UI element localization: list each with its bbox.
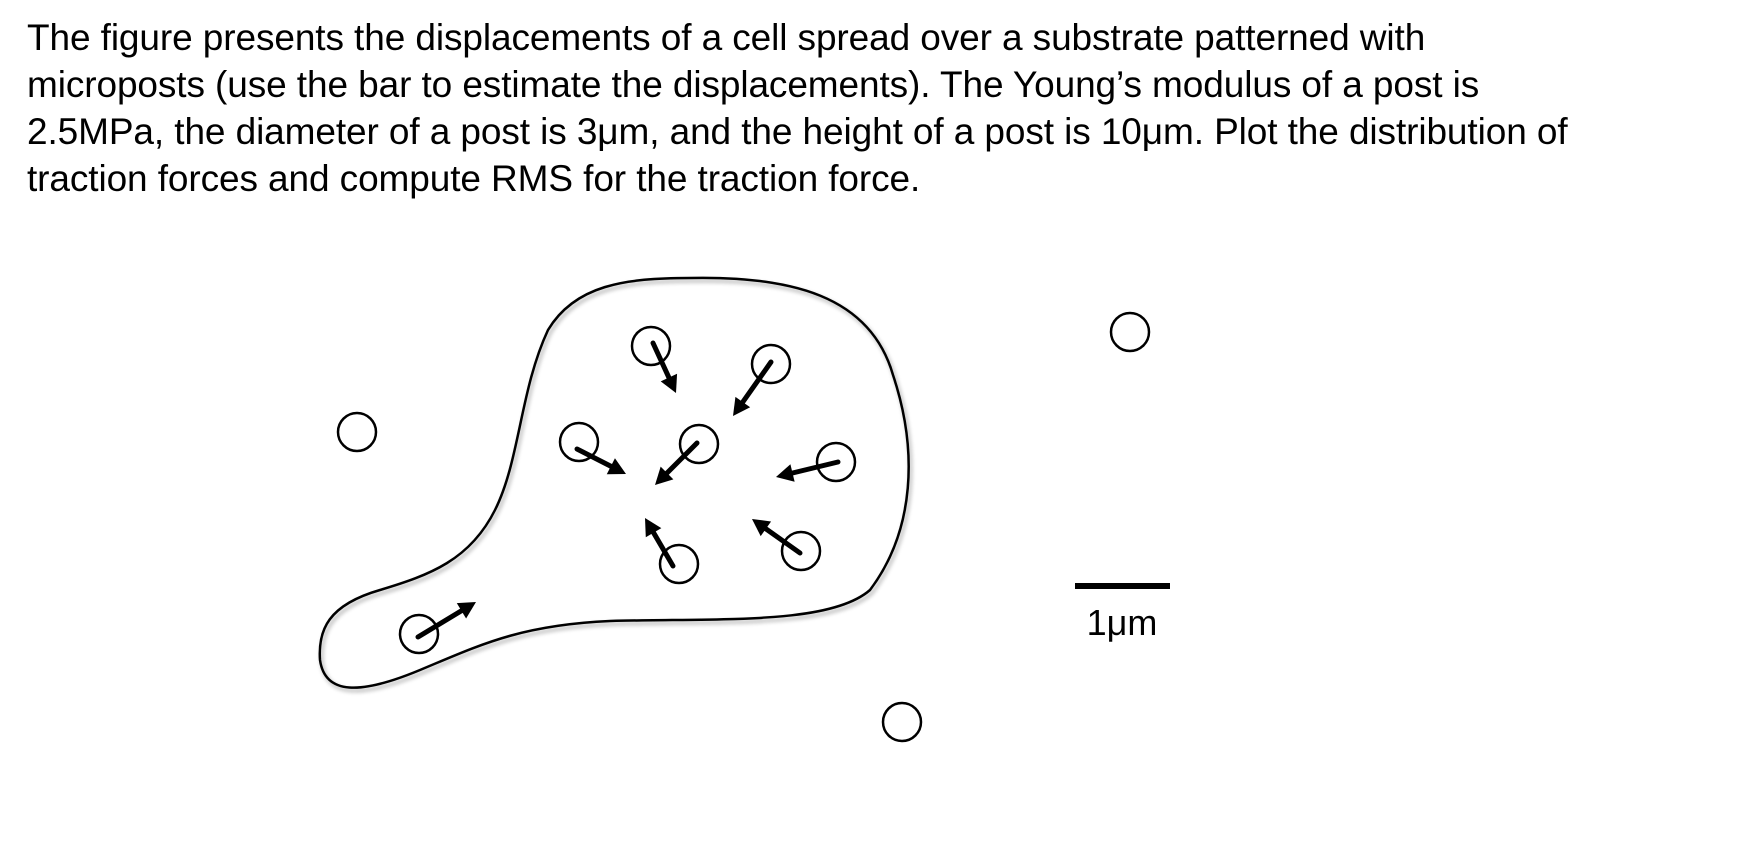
post-5 xyxy=(815,441,857,483)
problem-statement: The figure presents the displacements of… xyxy=(27,14,1747,202)
post-4 xyxy=(678,423,720,465)
post-free-bottom xyxy=(881,701,923,743)
displacement-arrow-head-3 xyxy=(606,458,626,475)
problem-line-3: 2.5MPa, the diameter of a post is 3μm, a… xyxy=(27,111,1568,152)
post-free-left xyxy=(336,411,378,453)
post-6 xyxy=(658,543,700,585)
scale-bar-label: 1μm xyxy=(1087,602,1158,643)
displacement-arrow-head-2 xyxy=(733,396,751,416)
displacement-arrow-shaft-2 xyxy=(740,359,774,405)
displacement-arrow-head-5 xyxy=(776,464,795,482)
problem-line-4: traction forces and compute RMS for the … xyxy=(27,158,921,199)
displacement-arrow-shaft-7 xyxy=(763,526,803,556)
displacement-arrow-head-6 xyxy=(645,518,662,538)
displacement-arrow-shaft-5 xyxy=(790,459,841,476)
displacement-arrow-shaft-8 xyxy=(415,608,464,640)
post-7 xyxy=(780,530,822,572)
problem-line-2: microposts (use the bar to estimate the … xyxy=(27,64,1480,105)
post-2 xyxy=(750,343,792,385)
displacement-arrow-head-8 xyxy=(456,602,476,619)
problem-line-1: The figure presents the displacements of… xyxy=(27,17,1426,58)
post-8 xyxy=(398,613,440,655)
displacement-arrow-head-4 xyxy=(655,466,674,485)
displacement-arrow-shaft-1 xyxy=(650,340,672,381)
post-free-top-right xyxy=(1109,311,1151,353)
post-1 xyxy=(630,325,672,367)
displacement-arrow-head-7 xyxy=(752,519,772,537)
displacement-arrow-shaft-4 xyxy=(664,440,700,476)
displacement-arrow-head-1 xyxy=(660,373,678,393)
cell-outline xyxy=(318,276,910,689)
displacement-arrow-shaft-3 xyxy=(574,446,614,469)
displaced-posts xyxy=(398,325,857,655)
displacement-arrow-shaft-6 xyxy=(651,530,676,569)
post-3 xyxy=(558,421,600,463)
